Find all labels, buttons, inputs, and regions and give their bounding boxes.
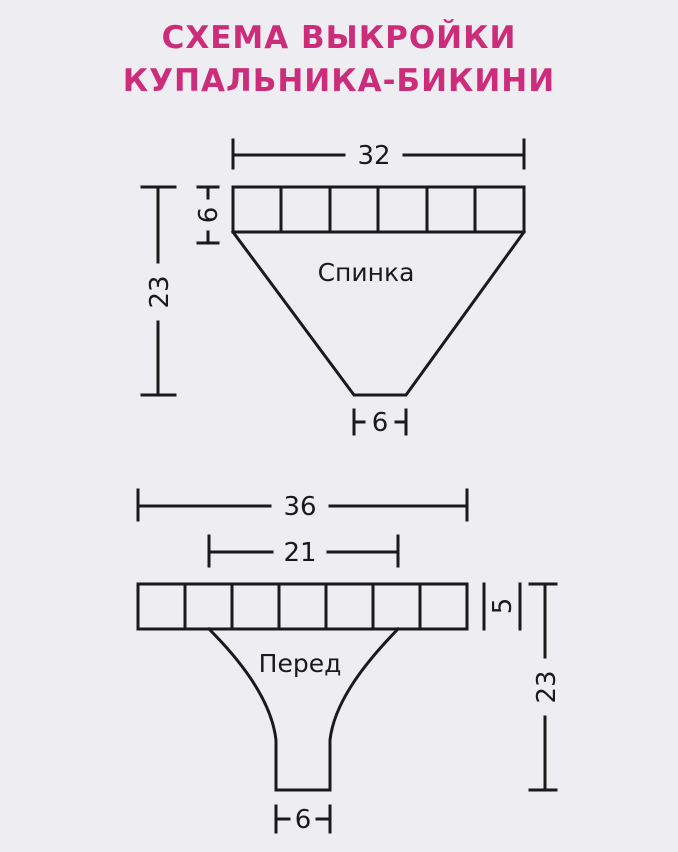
back-top-width-dimension: 32	[231, 138, 526, 171]
front-height-label: 23	[532, 670, 562, 703]
back-waistband	[231, 185, 526, 234]
front-bottom-width-dimension: 6	[274, 804, 332, 835]
front-body-outline	[206, 626, 401, 792]
back-bottom-width-dimension: 6	[352, 408, 408, 438]
title-line-1: СХЕМА ВЫКРОЙКИ	[161, 20, 517, 56]
front-waistband	[136, 582, 469, 631]
back-band-height-dimension: 6	[194, 185, 224, 245]
back-band-height-label: 6	[194, 207, 224, 224]
front-bottom-width-label: 6	[295, 805, 312, 835]
back-piece: 32 Спинка 6	[140, 138, 527, 438]
front-band-height-label: 5	[488, 598, 518, 615]
back-top-width-label: 32	[357, 141, 390, 171]
front-piece: 36 21 Перед	[136, 488, 562, 835]
front-height-dimension: 23	[528, 582, 562, 792]
back-bottom-width-label: 6	[372, 408, 389, 438]
title-line-2: КУПАЛЬНИКА-БИКИНИ	[122, 63, 556, 99]
front-inner-width-label: 21	[283, 538, 316, 568]
front-top-width-dimension: 36	[136, 488, 469, 522]
back-height-dimension: 23	[140, 185, 177, 397]
front-band-height-dimension: 5	[482, 582, 522, 631]
back-height-label: 23	[145, 275, 175, 308]
back-body-outline	[230, 229, 527, 397]
front-inner-width-dimension: 21	[207, 534, 400, 568]
front-top-width-label: 36	[283, 492, 316, 522]
back-piece-label: Спинка	[318, 258, 415, 287]
front-piece-label: Перед	[259, 649, 342, 678]
